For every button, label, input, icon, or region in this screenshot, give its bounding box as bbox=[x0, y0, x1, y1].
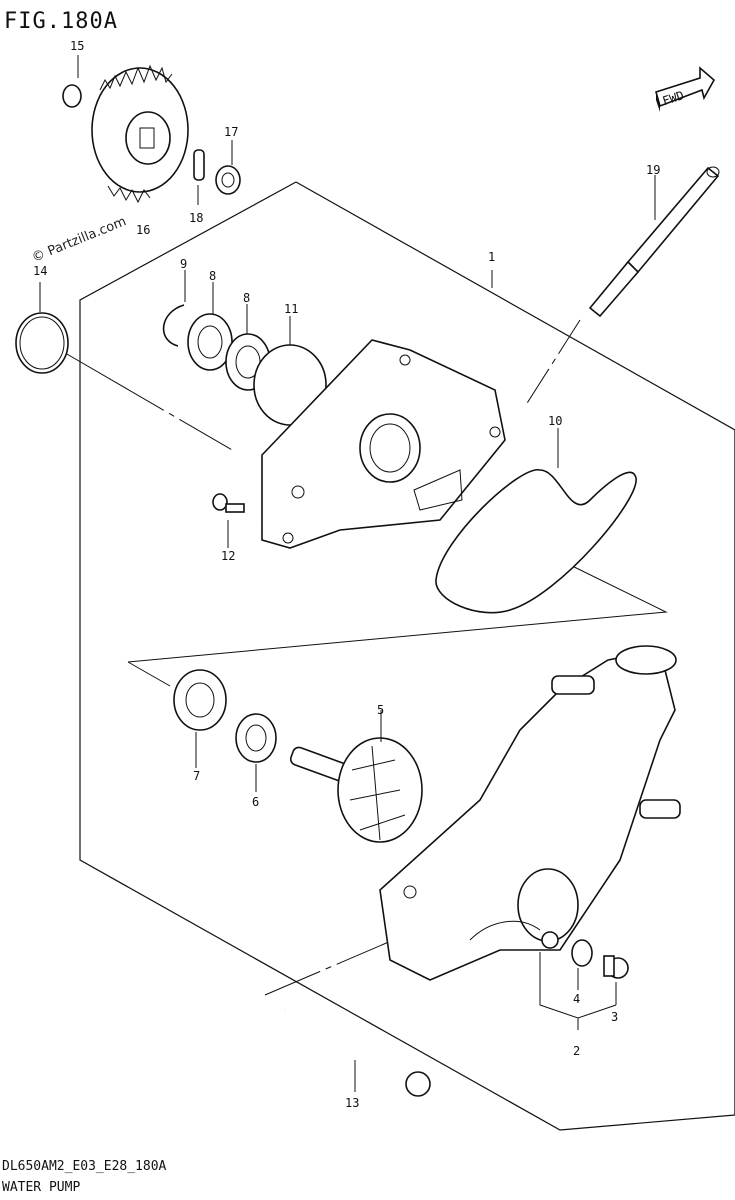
part-18-pin bbox=[193, 149, 205, 205]
figure-title: FIG.180A bbox=[4, 9, 118, 34]
part-10-gasket bbox=[435, 428, 637, 614]
part-6-mech-seal bbox=[235, 713, 277, 792]
part-13-long-bolt bbox=[284, 1008, 431, 1097]
part-14-oring bbox=[15, 282, 69, 374]
callout-16: 16 bbox=[136, 223, 150, 237]
callout-2: 2 bbox=[573, 1044, 580, 1058]
footer-section-name: WATER PUMP bbox=[2, 1180, 80, 1195]
part-17-washer bbox=[215, 140, 241, 195]
callout-1: 1 bbox=[488, 250, 495, 264]
callout-2-bracket bbox=[539, 952, 617, 1019]
callout-9: 9 bbox=[180, 257, 187, 271]
callout-11: 11 bbox=[284, 302, 298, 316]
callout-15: 15 bbox=[70, 39, 84, 53]
part-16-gear bbox=[91, 64, 189, 204]
callout-18: 18 bbox=[189, 211, 203, 225]
callout-5: 5 bbox=[377, 703, 384, 717]
part-7-seal bbox=[173, 669, 227, 768]
part-1-pump-cover bbox=[261, 339, 506, 549]
assembly-frame bbox=[79, 181, 735, 1131]
callout-19: 19 bbox=[646, 163, 660, 177]
part-19-pipe bbox=[588, 166, 720, 318]
part-4-washer bbox=[571, 939, 593, 990]
callout-10: 10 bbox=[548, 414, 562, 428]
callout-6: 6 bbox=[252, 795, 259, 809]
part-8-bearing bbox=[187, 282, 233, 371]
fwd-arrow-icon: FWD bbox=[655, 66, 716, 112]
callout-17: 17 bbox=[224, 125, 238, 139]
pump-body bbox=[379, 645, 681, 981]
callout-8: 8 bbox=[209, 269, 216, 283]
fwd-label: FWD bbox=[661, 88, 686, 108]
callout-7: 7 bbox=[193, 769, 200, 783]
part-9-circlip bbox=[162, 270, 186, 347]
callout-12: 12 bbox=[221, 549, 235, 563]
footer-model-code: DL650AM2_E03_E28_180A bbox=[2, 1159, 167, 1174]
callout-3: 3 bbox=[611, 1010, 618, 1024]
part-12-bolt bbox=[212, 493, 245, 548]
part-3-bolt bbox=[603, 955, 629, 1005]
callout-13: 13 bbox=[345, 1096, 359, 1110]
part-15-circlip bbox=[62, 55, 82, 108]
callout-14: 14 bbox=[33, 264, 47, 278]
callout-8-b: 8 bbox=[243, 291, 250, 305]
part-5-impeller bbox=[289, 710, 423, 843]
watermark: © Partzilla.com bbox=[30, 214, 129, 265]
callout-4: 4 bbox=[573, 992, 580, 1006]
